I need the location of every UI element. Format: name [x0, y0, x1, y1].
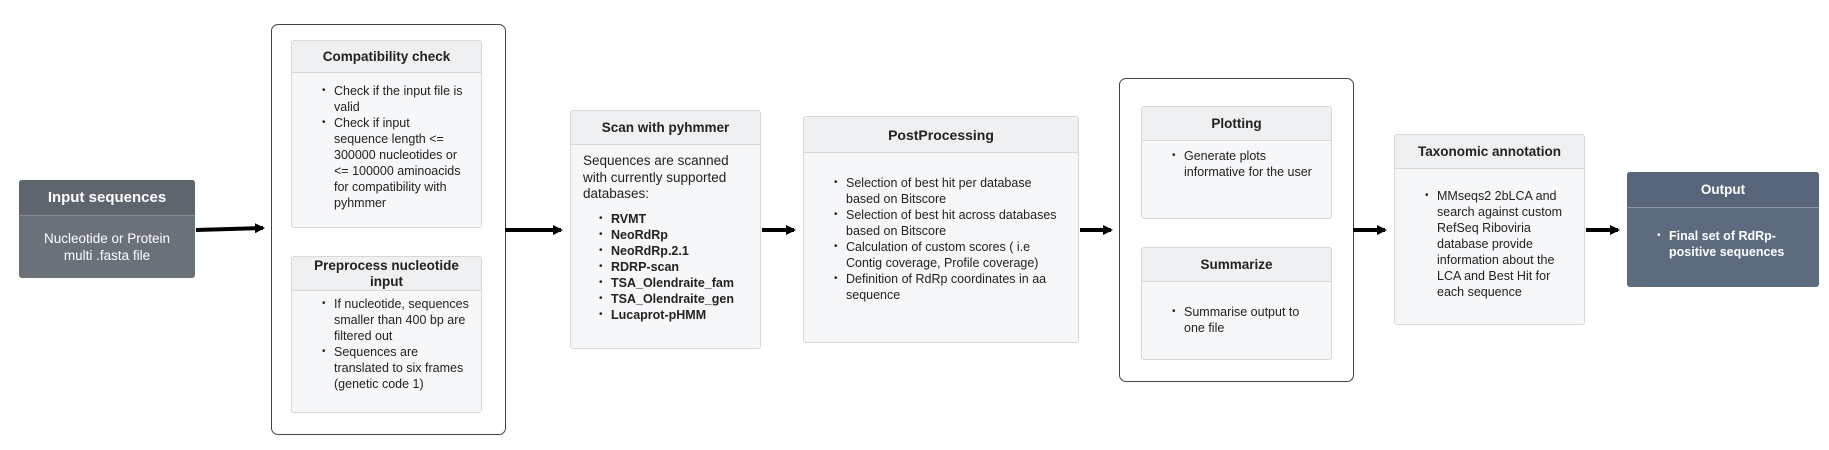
output-list: •Final set of RdRp-positive sequences: [1627, 208, 1819, 260]
compatibility-check-list: Check if the input file is valid Check i…: [292, 83, 481, 211]
plotting-title: Plotting: [1142, 107, 1331, 141]
input-body: Nucleotide or Protein multi .fasta file: [43, 231, 171, 263]
list-item: •Final set of RdRp-positive sequences: [1657, 229, 1785, 259]
list-item: Sequences are translated to six frames (…: [320, 344, 469, 392]
database-item: NeoRdRp.2.1: [597, 243, 748, 259]
database-item: RVMT: [597, 211, 748, 227]
list-item: MMseqs2 2bLCA and search against custom …: [1423, 188, 1574, 300]
scan-intro: Sequences are scanned with currently sup…: [583, 153, 729, 201]
plotting-node: Plotting Generate plots informative for …: [1141, 106, 1332, 219]
list-item: Check if input sequence length <= 300000…: [320, 115, 467, 211]
preprocess-node: Preprocess nucleotide input If nucleotid…: [291, 256, 482, 413]
list-item: Selection of best hit per database based…: [832, 175, 1064, 207]
compatibility-check-title: Compatibility check: [292, 41, 481, 73]
list-item: Generate plots informative for the user: [1170, 148, 1315, 180]
list-item: Definition of RdRp coordinates in aa seq…: [832, 271, 1064, 303]
database-item: TSA_Olendraite_fam: [597, 275, 748, 291]
arrow-input-to-preprocess: [195, 223, 265, 234]
database-item: Lucaprot-pHMM: [597, 307, 748, 323]
list-item: Calculation of custom scores ( i.e Conti…: [832, 239, 1064, 271]
postprocessing-title: PostProcessing: [804, 117, 1078, 153]
summarize-node: Summarize Summarise output to one file: [1141, 247, 1332, 360]
postprocessing-node: PostProcessing Selection of best hit per…: [803, 116, 1079, 343]
input-title: Input sequences: [19, 180, 195, 216]
output-title: Output: [1627, 172, 1819, 208]
taxonomy-list: MMseqs2 2bLCA and search against custom …: [1395, 188, 1584, 300]
scan-pyhmmer-node: Scan with pyhmmer Sequences are scanned …: [570, 110, 761, 349]
database-item: NeoRdRp: [597, 227, 748, 243]
summarize-list: Summarise output to one file: [1142, 304, 1331, 336]
output-node: Output •Final set of RdRp-positive seque…: [1627, 172, 1819, 287]
database-item: RDRP-scan: [597, 259, 748, 275]
taxonomy-title: Taxonomic annotation: [1395, 135, 1584, 169]
database-item: TSA_Olendraite_gen: [597, 291, 748, 307]
list-item: Check if the input file is valid: [320, 83, 467, 115]
plotting-list: Generate plots informative for the user: [1142, 148, 1331, 180]
scan-title: Scan with pyhmmer: [571, 111, 760, 145]
compatibility-check-node: Compatibility check Check if the input f…: [291, 40, 482, 228]
postprocessing-list: Selection of best hit per database based…: [804, 175, 1078, 303]
summarize-title: Summarize: [1142, 248, 1331, 282]
database-list: RVMT NeoRdRp NeoRdRp.2.1 RDRP-scan TSA_O…: [583, 211, 748, 323]
preprocess-title: Preprocess nucleotide input: [292, 257, 481, 291]
taxonomic-annotation-node: Taxonomic annotation MMseqs2 2bLCA and s…: [1394, 134, 1585, 325]
input-sequences-node: Input sequences Nucleotide or Protein mu…: [19, 180, 195, 278]
preprocess-list: If nucleotide, sequences smaller than 40…: [292, 296, 481, 392]
list-item: Summarise output to one file: [1170, 304, 1315, 336]
list-item: Selection of best hit across databases b…: [832, 207, 1064, 239]
bullet-icon: •: [1657, 230, 1661, 241]
list-item: If nucleotide, sequences smaller than 40…: [320, 296, 469, 344]
